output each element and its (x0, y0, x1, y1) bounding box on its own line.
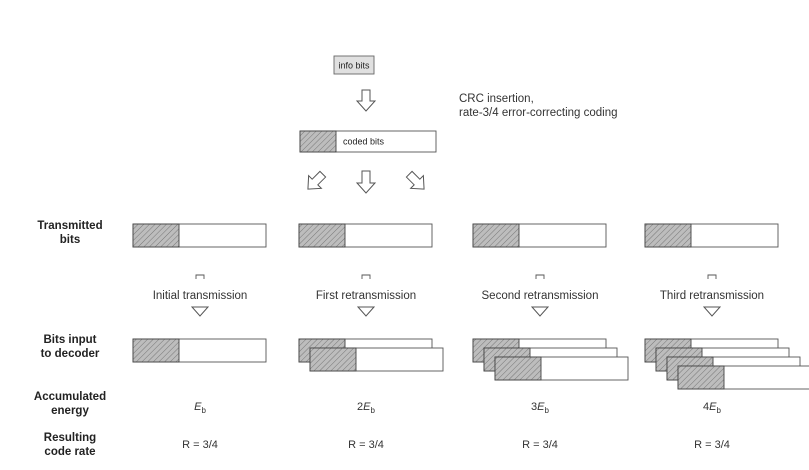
info-bits-box (333, 55, 375, 75)
row-label-rate-1: Resulting (44, 432, 96, 444)
energy-3: 3Eb (531, 401, 549, 415)
rate-1: R = 3/4 (182, 439, 218, 451)
decoder-packet-3-3-parity (494, 356, 542, 381)
energy-2: 2Eb (357, 401, 375, 415)
decoder-packet-4-4-parity (677, 365, 725, 390)
energy-1: Eb (194, 401, 206, 415)
row-label-transmitted-1: Transmitted (37, 220, 102, 232)
energy-4: 4Eb (703, 401, 721, 415)
row-label-rate-2: code rate (44, 446, 95, 458)
marker-1-icon (195, 274, 205, 279)
down-triangle-1-icon (190, 306, 210, 317)
caption-4: Third retransmission (660, 290, 764, 302)
diag-left-arrow-icon (307, 170, 327, 190)
info-bits-label: info bits (338, 61, 370, 71)
transmitted-packet-2-parity (298, 223, 346, 248)
marker-2-icon (361, 274, 371, 279)
transmitted-packet-4-parity (644, 223, 692, 248)
crc-text-line2: rate-3/4 error-correcting coding (459, 107, 618, 119)
down-arrow-center-icon (355, 170, 377, 194)
coded-bits-label: coded bits (343, 137, 385, 147)
marker-3-icon (535, 274, 545, 279)
crc-text-line1: CRC insertion, (459, 93, 534, 105)
rate-2: R = 3/4 (348, 439, 384, 451)
coded-bits-parity (299, 130, 337, 153)
down-triangle-3-icon (530, 306, 550, 317)
down-triangle-4-icon (702, 306, 722, 317)
row-label-input-2: to decoder (41, 348, 100, 360)
row-label-energy-1: Accumulated (34, 391, 106, 403)
transmitted-packet-1-parity (132, 223, 180, 248)
transmitted-packet-3-parity (472, 223, 520, 248)
rate-3: R = 3/4 (522, 439, 558, 451)
diag-right-arrow-icon (405, 170, 425, 190)
row-label-energy-2: energy (51, 405, 89, 417)
caption-3: Second retransmission (482, 290, 599, 302)
marker-4-icon (707, 274, 717, 279)
down-arrow-icon (355, 89, 377, 112)
row-label-input-1: Bits input (43, 334, 96, 346)
rate-4: R = 3/4 (694, 439, 730, 451)
row-label-transmitted-2: bits (60, 234, 80, 246)
caption-2: First retransmission (316, 290, 416, 302)
decoder-packet-1-1-parity (132, 338, 180, 363)
down-triangle-2-icon (356, 306, 376, 317)
decoder-packet-2-2-parity (309, 347, 357, 372)
caption-1: Initial transmission (153, 290, 248, 302)
